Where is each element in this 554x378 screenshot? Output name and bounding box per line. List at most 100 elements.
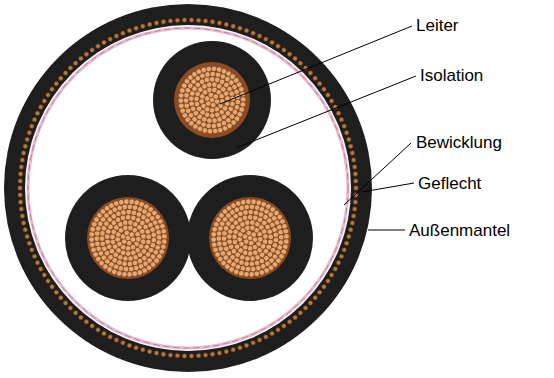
strand (110, 239, 116, 245)
strand (79, 56, 83, 60)
strand (240, 97, 246, 103)
strand (342, 248, 346, 252)
strand (222, 230, 228, 236)
strand (231, 24, 235, 28)
strand (282, 223, 288, 229)
strand (122, 204, 128, 210)
strand (244, 271, 250, 277)
strand (206, 123, 212, 129)
strand (96, 44, 100, 48)
strand (147, 22, 151, 26)
strand (232, 239, 238, 245)
strand (104, 234, 110, 240)
strand (124, 199, 130, 205)
strand (121, 210, 127, 216)
strand (162, 234, 168, 240)
strand (241, 199, 247, 205)
strand (251, 199, 257, 205)
strand (254, 271, 260, 277)
leader-line (362, 183, 414, 192)
strand (161, 239, 167, 245)
strand (132, 260, 138, 266)
strand (127, 204, 133, 210)
strand (211, 242, 217, 248)
strand (330, 99, 334, 103)
strand (19, 165, 23, 169)
strand (257, 338, 261, 342)
strand (351, 214, 355, 218)
strand (18, 179, 22, 183)
strand (121, 31, 125, 35)
strand (344, 131, 348, 135)
strand (174, 62, 250, 138)
strand (206, 118, 212, 124)
strand (224, 349, 228, 353)
strand (141, 348, 145, 352)
strand (175, 18, 179, 22)
strand (213, 247, 219, 253)
strand (264, 335, 268, 339)
strand (54, 290, 58, 294)
strand (270, 40, 274, 44)
strand (317, 81, 321, 85)
strand (326, 279, 330, 283)
strand (39, 267, 43, 271)
strand (189, 18, 193, 22)
strand (244, 204, 250, 210)
strand (244, 28, 248, 32)
strand (126, 209, 132, 215)
strand (347, 137, 351, 141)
strand (46, 93, 50, 97)
strand (25, 234, 29, 238)
strand (283, 229, 289, 235)
strand (63, 301, 67, 305)
strand (89, 232, 95, 238)
strand (308, 71, 312, 75)
strand (90, 48, 94, 52)
strand (184, 103, 190, 109)
strand (339, 254, 343, 258)
strand (46, 279, 50, 283)
strand (138, 244, 144, 250)
strand (188, 96, 194, 102)
strand (278, 229, 284, 235)
strand (19, 207, 23, 211)
strand (270, 331, 274, 335)
strand (127, 343, 131, 347)
strand (90, 324, 94, 328)
wrapping (28, 28, 348, 348)
strand (249, 272, 255, 278)
strand (326, 93, 330, 97)
strand (84, 52, 88, 56)
strand (196, 18, 200, 22)
strand (63, 71, 67, 75)
strand (283, 239, 289, 245)
strand (342, 124, 346, 128)
strand (183, 98, 189, 104)
strand (249, 204, 255, 210)
strand (254, 260, 260, 266)
strand (209, 113, 215, 119)
strand (132, 271, 138, 277)
strand (73, 61, 77, 65)
strand (282, 48, 286, 52)
strand (244, 343, 248, 347)
strand (250, 256, 256, 262)
strand (251, 341, 255, 345)
part-label: Leiter (416, 16, 459, 36)
strand (27, 241, 31, 245)
strand (18, 186, 22, 190)
strand (102, 40, 106, 44)
strand (224, 22, 228, 26)
strand (352, 207, 356, 211)
strand (244, 261, 250, 267)
strand (196, 353, 200, 357)
strand (210, 352, 214, 356)
strand (336, 260, 340, 264)
strand (212, 118, 218, 124)
strand (339, 117, 343, 121)
strand (134, 346, 138, 350)
part-label: Isolation (420, 66, 483, 86)
strand (287, 52, 291, 56)
insulation (187, 175, 313, 301)
